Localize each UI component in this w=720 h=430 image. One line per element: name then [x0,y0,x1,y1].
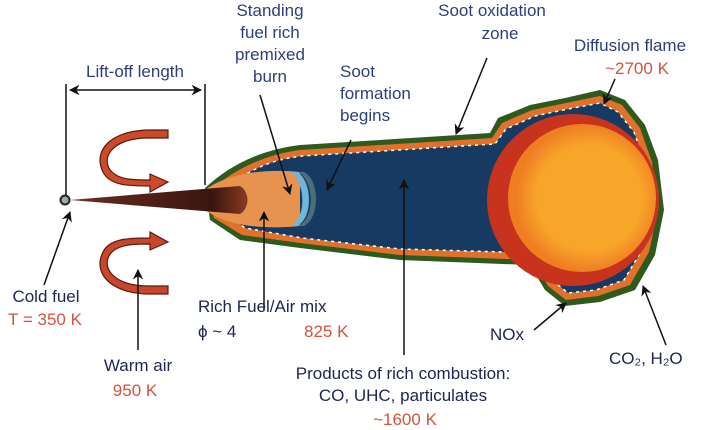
svg-text:Standing: Standing [236,1,303,20]
standing-burn-label: Standing fuel rich premixed burn [235,1,305,86]
lift-off-dimension [65,84,206,195]
svg-text:burn: burn [253,67,287,86]
svg-text:Soot: Soot [340,62,375,81]
co2-h2o-arrow [641,285,667,346]
swirl-arrow-top-icon [99,129,170,194]
svg-text:Soot oxidation: Soot oxidation [438,1,546,20]
phi-label: ϕ ~ 4 [198,322,236,341]
diffusion-flame-label: Diffusion flame [574,36,686,55]
soot-oxidation-arrow [454,57,488,135]
lift-off-label: Lift-off length [86,62,184,81]
swirl-arrow-bottom-icon [99,230,170,295]
svg-text:zone: zone [482,24,519,43]
svg-text:fuel rich: fuel rich [240,23,300,42]
rich-mix-temp: 825 K [304,322,349,341]
standing-burn-arrow [259,94,293,196]
cold-fuel-temp: T = 350 K [8,310,83,329]
warm-air-label: Warm air [104,356,173,375]
products-temp: ~1600 K [373,410,437,429]
svg-text:CO, UHC, particulates: CO, UHC, particulates [319,386,487,405]
premixed-flame-front [290,172,310,226]
diffusion-flame-temp: ~2700 K [605,59,669,78]
pointer-arrows [43,57,667,355]
premixed-flame-edge [298,172,316,226]
svg-text:formation: formation [340,84,411,103]
premixed-zone [205,170,300,228]
cold-fuel-label: Cold fuel [12,287,79,306]
soot-formation-arrow [326,139,352,191]
soot-formation-label: Soot formation begins [340,62,411,125]
fuel-nozzle [59,194,71,206]
flame-body [70,90,664,306]
rich-mix-label: Rich Fuel/Air mix [198,297,327,316]
svg-text:Products of rich combustion:: Products of rich combustion: [296,364,510,383]
svg-text:premixed: premixed [235,45,305,64]
products-label: Products of rich combustion: CO, UHC, pa… [296,364,510,405]
nox-label: NOx [490,325,525,344]
warm-air-temp: 950 K [113,381,158,400]
diffusion-flame-arrow [603,78,616,105]
svg-text:begins: begins [340,106,390,125]
fuel-jet [70,186,248,214]
nox-arrow [533,302,567,331]
soot-oxidation-label: Soot oxidation zone [438,1,546,43]
hot-core [508,124,656,272]
co2-h2o-label: CO₂, H₂O [609,349,683,368]
cold-fuel-arrow [43,211,72,286]
